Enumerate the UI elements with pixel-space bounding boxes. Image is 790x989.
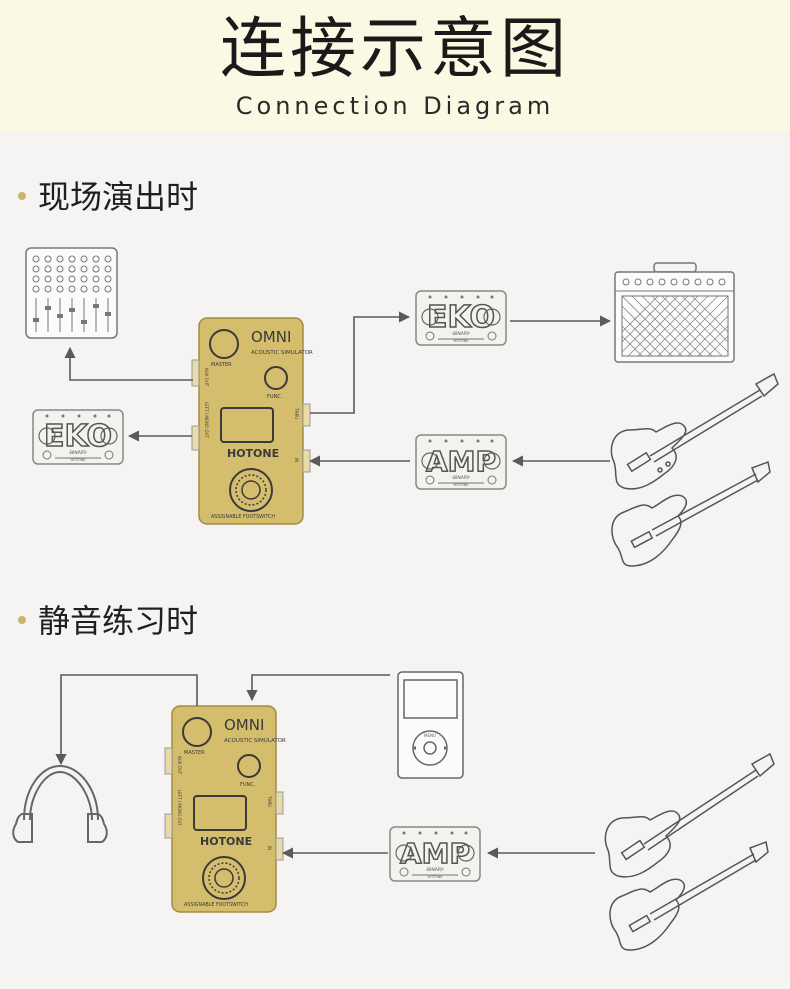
headphones-icon: [12, 764, 108, 843]
svg-text:-BINARY-: -BINARY-: [452, 475, 471, 481]
electric-guitar-icon: [611, 460, 771, 567]
bass-guitar-icon: [604, 752, 775, 878]
svg-text:LEFT / MONO OUT: LEFT / MONO OUT: [204, 402, 209, 438]
svg-text:ACOUSTIC SIMULATOR: ACOUSTIC SIMULATOR: [251, 350, 313, 356]
svg-text:FUNC.: FUNC.: [267, 394, 283, 400]
omni-pedal: OMNI ACOUSTIC SIMULATOR MASTER FUNC. HOT…: [164, 705, 286, 913]
mixer-icon: [25, 247, 118, 339]
binary-amp: AMP -BINARY- HOTONE: [389, 826, 481, 882]
bass-guitar-icon: [610, 372, 779, 490]
svg-text:-BINARY-: -BINARY-: [426, 867, 445, 873]
binary-eko-left: EKO -BINARY- HOTONE: [32, 409, 124, 465]
section-practice-heading: 静音练习时: [18, 596, 198, 642]
section-practice-label: 静音练习时: [38, 602, 199, 640]
section-live-label: 现场演出时: [38, 178, 199, 216]
bullet-dot: [18, 192, 26, 200]
page-subtitle: Connection Diagram: [235, 92, 555, 120]
svg-text:HOTONE: HOTONE: [453, 483, 468, 487]
svg-text:ACOUSTIC SIMULATOR: ACOUSTIC SIMULATOR: [224, 738, 286, 744]
omni-pedal: OMNI ACOUSTIC SIMULATOR MASTER FUNC. HOT…: [191, 317, 313, 525]
svg-text:LEFT / MONO OUT: LEFT / MONO OUT: [177, 790, 182, 826]
svg-text:HOTONE: HOTONE: [200, 835, 252, 848]
signal-lines-practice: [55, 674, 595, 859]
electric-guitar-icon: [609, 840, 769, 951]
svg-text:FUNC.: FUNC.: [240, 782, 256, 788]
svg-text:HOTONE: HOTONE: [453, 339, 468, 343]
svg-text:AUX OUT: AUX OUT: [177, 756, 182, 775]
svg-text:OMNI: OMNI: [224, 716, 264, 734]
page-title: 连接示意图: [220, 10, 570, 87]
svg-text:MASTER: MASTER: [211, 362, 232, 368]
svg-text:EKO: EKO: [427, 300, 495, 335]
media-player-icon: MENU: [397, 671, 464, 779]
header-banner: 连接示意图 Connection Diagram: [0, 0, 790, 132]
svg-text:IN: IN: [294, 458, 299, 462]
svg-text:THRU: THRU: [294, 407, 299, 419]
svg-text:-BINARY-: -BINARY-: [69, 450, 88, 456]
svg-text:HOTONE: HOTONE: [70, 458, 85, 462]
binary-amp: AMP -BINARY- HOTONE: [415, 434, 507, 490]
svg-text:HOTONE: HOTONE: [427, 875, 442, 879]
amp-cabinet-icon: [614, 262, 735, 363]
svg-text:-BINARY-: -BINARY-: [452, 331, 471, 337]
svg-text:AMP: AMP: [426, 445, 496, 478]
signal-lines-live: [64, 311, 612, 467]
svg-text:MASTER: MASTER: [184, 750, 205, 756]
svg-text:AUX OUT: AUX OUT: [204, 368, 209, 387]
svg-text:AMP: AMP: [400, 837, 470, 870]
svg-text:ASSIGNABLE FOOTSWITCH: ASSIGNABLE FOOTSWITCH: [184, 902, 248, 908]
bullet-dot: [18, 616, 26, 624]
svg-text:MENU: MENU: [424, 733, 436, 738]
svg-text:HOTONE: HOTONE: [227, 447, 279, 460]
svg-text:EKO: EKO: [44, 419, 112, 454]
svg-text:IN: IN: [267, 846, 272, 850]
svg-text:THRU: THRU: [267, 795, 272, 807]
binary-eko-right: EKO -BINARY- HOTONE: [415, 290, 507, 346]
svg-text:OMNI: OMNI: [251, 328, 291, 346]
section-live-heading: 现场演出时: [18, 172, 198, 218]
svg-text:ASSIGNABLE FOOTSWITCH: ASSIGNABLE FOOTSWITCH: [211, 514, 275, 520]
